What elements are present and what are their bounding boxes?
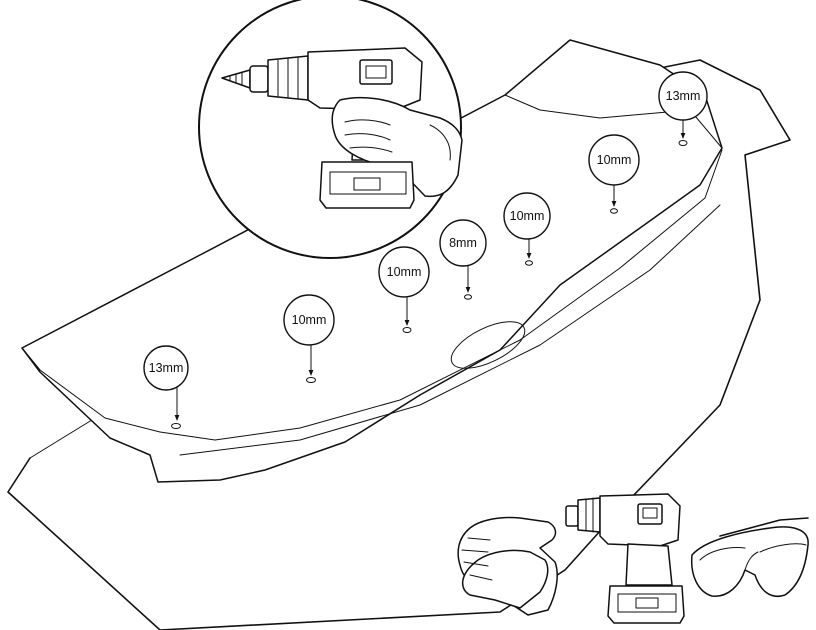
hole-size-label: 10mm [292,313,327,327]
spoiler-body [21,39,723,483]
trunk-lid-panel [7,59,791,630]
drill-inset [198,0,463,259]
hole-size-label: 10mm [597,153,632,167]
drill-hole [610,208,618,214]
hole-callout: 8mm [439,219,487,293]
hole-size-label: 8mm [449,236,477,250]
safety-glasses-icon [690,517,809,597]
drill-hole [525,260,533,266]
hole-size-label: 13mm [666,89,701,103]
callout-bubble [283,294,335,346]
cordless-drill-icon [565,493,685,624]
hole-size-label: 10mm [510,209,545,223]
callout-bubble [658,71,708,121]
callout-bubble [143,345,189,391]
hole-size-label: 13mm [149,361,184,375]
callout-bubble [378,246,430,298]
cordless-drill-with-step-bit-icon [221,47,463,209]
callout-bubble [503,192,551,240]
hole-callout: 13mm [143,345,189,421]
drill-hole [402,327,412,333]
callout-bubble [439,219,487,267]
drill-hole [678,140,688,146]
hole-callout: 10mm [283,294,335,376]
hole-size-label: 10mm [387,265,422,279]
drill-hole [306,377,316,383]
hole-callout: 10mm [503,192,551,259]
work-gloves-icon [457,516,558,616]
required-tools [457,493,809,624]
callout-bubble [588,134,640,186]
hole-callout: 10mm [378,246,430,326]
hole-callout: 13mm [658,71,708,139]
drill-hole [171,423,181,429]
drill-holes [171,140,688,429]
drill-hole [464,294,472,300]
hole-size-callouts: 13mm 10mm 10mm 8mm 10mm 10mm [143,71,708,421]
hole-callout: 10mm [588,134,640,207]
